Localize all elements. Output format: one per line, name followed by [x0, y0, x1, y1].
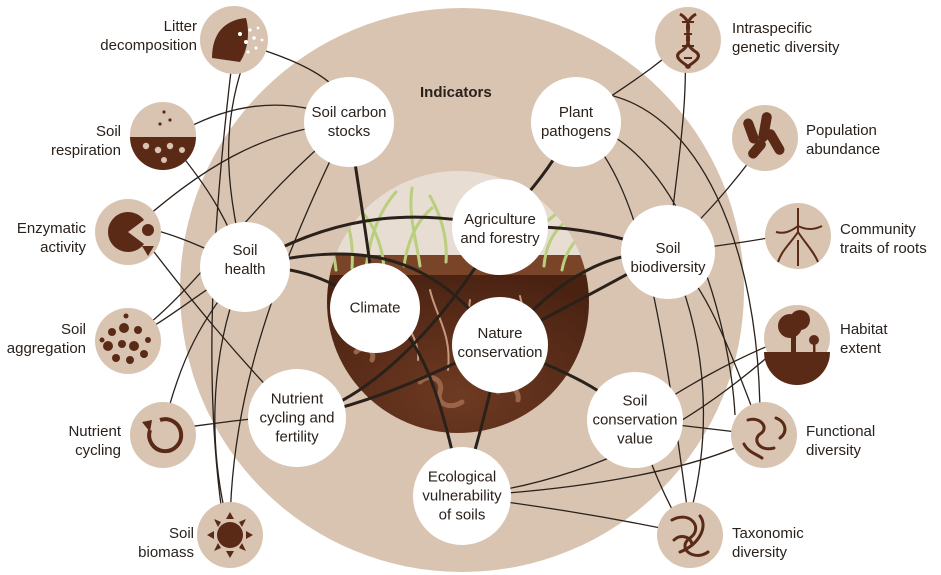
- worms-icon: [731, 402, 797, 468]
- dna-icon: [655, 7, 721, 73]
- node-ecological-vulnerability: [413, 447, 511, 545]
- node-climate: [330, 263, 420, 353]
- node-soil-carbon-stocks: [304, 77, 394, 167]
- enzyme-icon: [95, 199, 161, 265]
- node-nature-conservation: [452, 297, 548, 393]
- indicators-heading: Indicators: [420, 84, 492, 101]
- link-line: [229, 121, 350, 534]
- aggregation-icon: [95, 308, 161, 374]
- center-nodes: [200, 77, 715, 545]
- worm-knot-icon: [657, 502, 723, 568]
- node-soil-conservation-value: [587, 372, 683, 468]
- node-agriculture-forestry: [452, 179, 548, 275]
- node-nutrient-cycling-fertility: [248, 369, 346, 467]
- roots-icon: [765, 203, 831, 269]
- node-plant-pathogens: [531, 77, 621, 167]
- climate-label: Climate: [349, 299, 401, 317]
- node-soil-health: [200, 222, 290, 312]
- cycle-arrow-icon: [130, 402, 196, 468]
- respiration-icon: [130, 102, 196, 170]
- tree-icon: [764, 305, 830, 385]
- node-soil-biodiversity: [621, 205, 715, 299]
- link-line: [589, 91, 761, 421]
- biomass-icon: [197, 502, 263, 568]
- litter-icon: [200, 6, 268, 74]
- mites-icon: [732, 105, 798, 171]
